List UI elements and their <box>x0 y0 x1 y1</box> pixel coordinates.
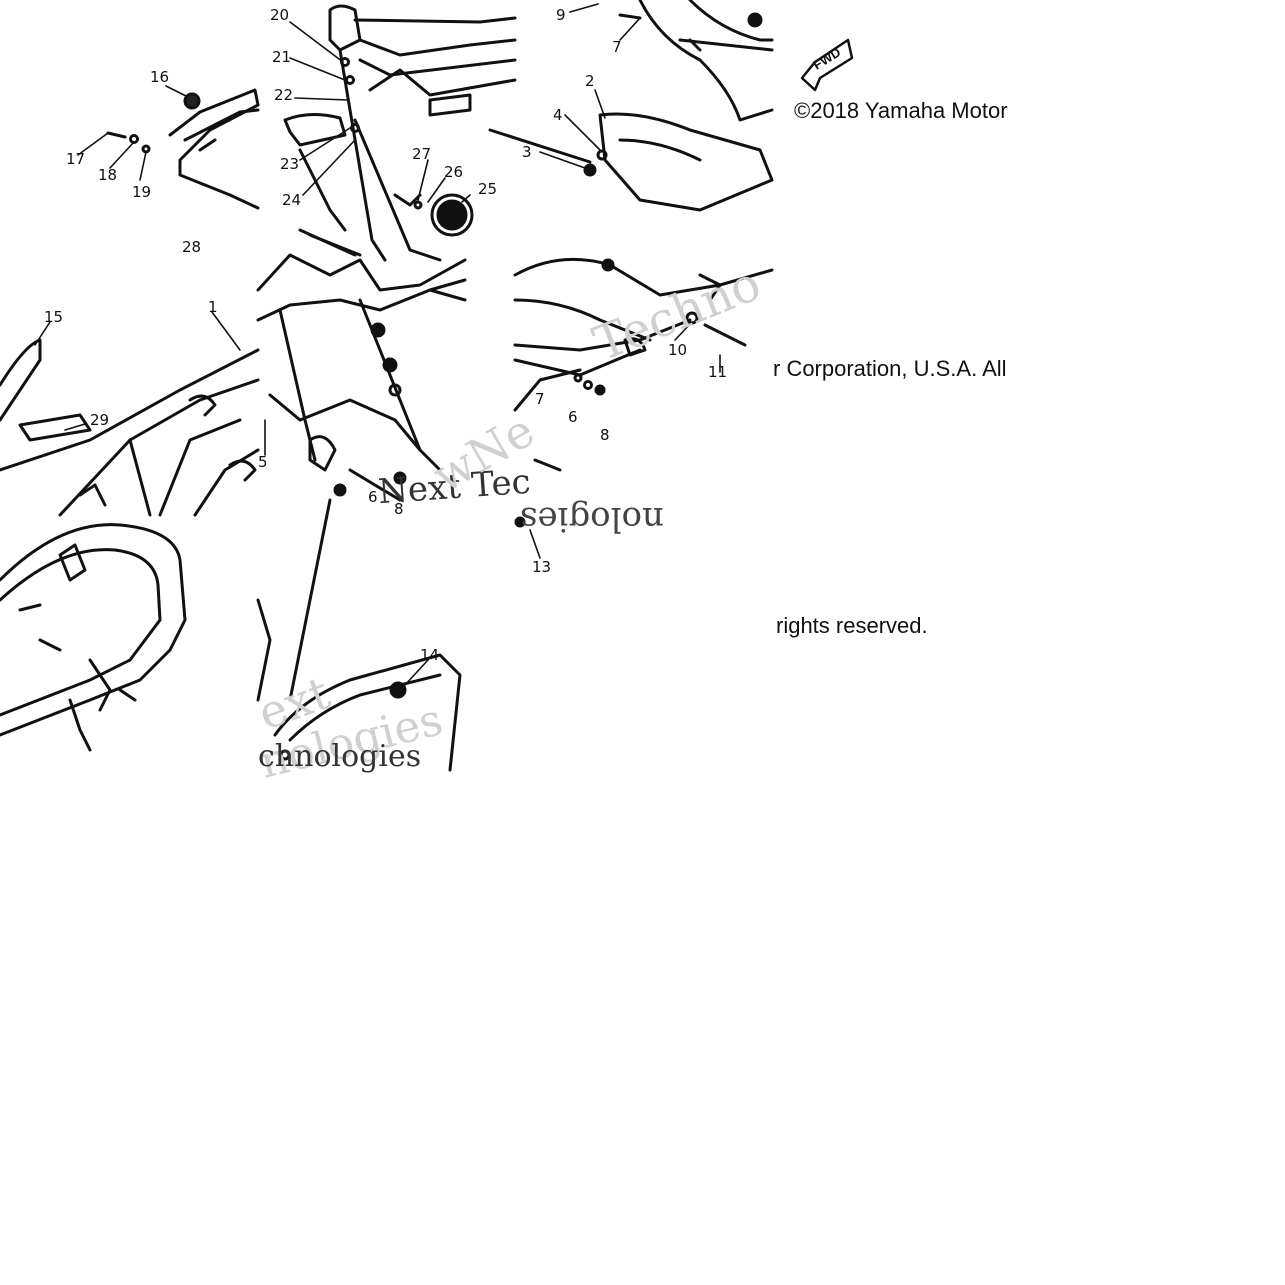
callout-c9: 9 <box>556 6 566 24</box>
callout-c7b: 7 <box>535 390 545 408</box>
tile-steering-head <box>283 4 517 262</box>
callout-c10: 10 <box>668 341 688 359</box>
callout-c17: 17 <box>66 150 86 168</box>
callout-c1: 1 <box>208 298 218 316</box>
callout-c11: 11 <box>708 363 728 381</box>
callout-c22: 22 <box>274 86 294 104</box>
copyright-line-2: r Corporation, U.S.A. All <box>773 356 1007 381</box>
tile-frame-center <box>256 228 467 702</box>
callout-c21: 21 <box>272 48 292 66</box>
tile-rear-loop <box>0 523 187 752</box>
callout-c5: 5 <box>258 453 268 471</box>
callout-c25: 25 <box>478 180 498 198</box>
copyright-line-3: rights reserved. <box>776 613 928 638</box>
callout-c23: 23 <box>280 155 300 173</box>
fwd-arrow-icon <box>800 38 854 92</box>
callout-c16: 16 <box>150 68 170 86</box>
callout-c3: 3 <box>522 143 532 161</box>
callout-c18: 18 <box>98 166 118 184</box>
watermark-fragment-6: chnologies <box>258 739 422 774</box>
callout-c19: 19 <box>132 183 152 201</box>
tile-rear-fender <box>106 88 260 210</box>
callout-c13: 13 <box>532 558 552 576</box>
callout-c20: 20 <box>270 6 290 24</box>
callout-c24: 24 <box>282 191 302 209</box>
callout-c15: 15 <box>44 308 64 326</box>
callout-c2: 2 <box>585 72 595 90</box>
tile-engine-guard <box>488 0 774 212</box>
callout-c14: 14 <box>420 646 440 664</box>
callout-c8b: 8 <box>600 426 610 444</box>
watermark-fragment-3: nologies <box>520 499 664 539</box>
callout-c8a: 8 <box>394 500 404 518</box>
callout-c6a: 6 <box>368 488 378 506</box>
tile-side-cover <box>256 598 462 772</box>
callout-c7a: 7 <box>612 38 622 56</box>
tile-rear-frame <box>513 257 774 528</box>
callout-c29: 29 <box>90 411 110 429</box>
callout-c26: 26 <box>444 163 464 181</box>
callout-c27: 27 <box>412 145 432 163</box>
copyright-line-1: ©2018 Yamaha Motor <box>794 98 1008 123</box>
callout-c28: 28 <box>182 238 202 256</box>
leader-lines <box>34 3 721 686</box>
callout-c6b: 6 <box>568 408 578 426</box>
tile-main-frame <box>0 338 260 517</box>
callout-c4: 4 <box>553 106 563 124</box>
